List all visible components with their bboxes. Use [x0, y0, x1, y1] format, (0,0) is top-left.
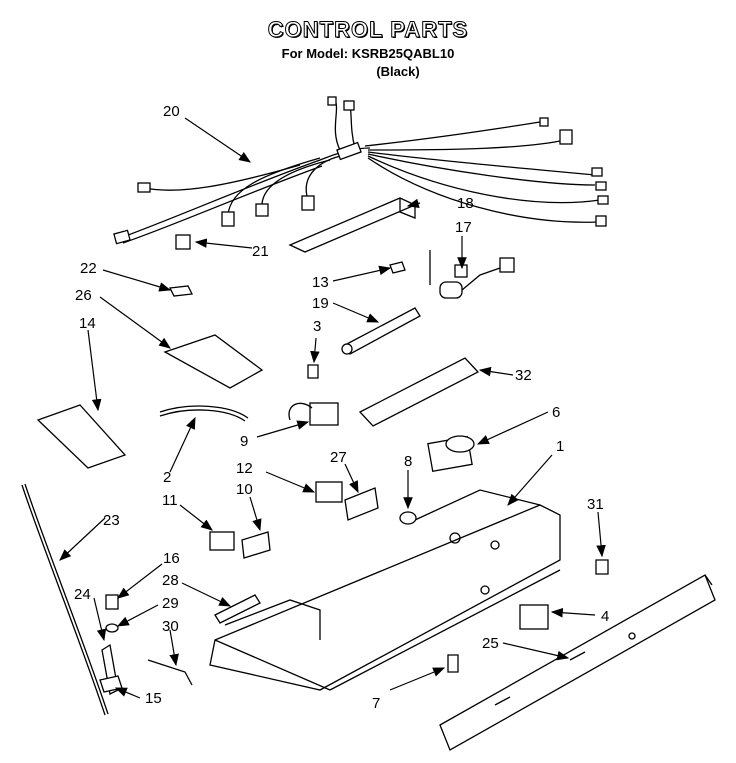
part-label-17: 17: [455, 219, 472, 236]
spring-30: [147, 659, 193, 686]
part-label-21: 21: [252, 243, 269, 260]
part-label-16: 16: [163, 550, 180, 567]
bracket-12: [315, 481, 343, 503]
part-label-13: 13: [312, 274, 329, 291]
label-32: [358, 357, 480, 427]
part-label-20: 20: [163, 103, 180, 120]
part-label-8: 8: [404, 453, 412, 470]
insulation-27: [344, 487, 379, 521]
housing-1: [209, 489, 561, 691]
heater-19: [344, 307, 421, 355]
part-label-4: 4: [601, 608, 609, 625]
part-label-10: 10: [236, 481, 253, 498]
screw-3: [307, 364, 319, 379]
knob-16: [105, 594, 119, 610]
screw-7: [447, 654, 459, 673]
switch-9: [288, 402, 339, 426]
part-label-26: 26: [75, 287, 92, 304]
part-label-9: 9: [240, 433, 248, 450]
clip-11: [209, 531, 235, 551]
part-label-25: 25: [482, 635, 499, 652]
sensor-17: [429, 250, 515, 299]
panel-14: [36, 404, 127, 469]
diagram-title: CONTROL PARTS: [267, 17, 469, 43]
part-label-23: 23: [103, 512, 120, 529]
insulation-10: [241, 531, 271, 559]
clip-21: [175, 234, 191, 250]
part-label-7: 7: [372, 695, 380, 712]
part-label-3: 3: [313, 318, 321, 335]
part-label-14: 14: [79, 315, 96, 332]
grommet-8: [399, 511, 417, 525]
screw-13: [389, 261, 406, 274]
part-label-19: 19: [312, 295, 329, 312]
part-label-27: 27: [330, 449, 347, 466]
color-line: (Black): [376, 64, 420, 79]
tube-2: [159, 405, 249, 419]
model-line: For Model: KSRB25QABL10: [281, 46, 455, 61]
part-label-24: 24: [74, 586, 91, 603]
control-6: [427, 435, 475, 473]
screw-31: [595, 559, 609, 575]
part-label-28: 28: [162, 572, 179, 589]
part-label-18: 18: [457, 195, 474, 212]
bracket-4: [519, 604, 549, 630]
part-label-2: 2: [163, 469, 171, 486]
leader-lines: [59, 117, 606, 699]
part-label-30: 30: [162, 618, 179, 635]
rod-23: [21, 484, 106, 716]
part-label-15: 15: [145, 690, 162, 707]
part-label-29: 29: [162, 595, 179, 612]
wire-harness: [113, 96, 609, 245]
cover-25: [439, 574, 716, 751]
part-label-12: 12: [236, 460, 253, 477]
washer-29: [105, 623, 119, 633]
bracket-22: [169, 285, 193, 297]
panel-26: [163, 334, 264, 389]
part-label-22: 22: [80, 260, 97, 277]
part-label-32: 32: [515, 367, 532, 384]
part-label-6: 6: [552, 404, 560, 421]
rod-28: [214, 594, 261, 624]
part-label-11: 11: [162, 492, 178, 509]
part-label-1: 1: [556, 438, 564, 455]
part-labels: 1 2 3 4 6 7 8 9 10 11 12 13 14 15 16 17 …: [74, 103, 609, 712]
part-label-31: 31: [587, 496, 604, 513]
